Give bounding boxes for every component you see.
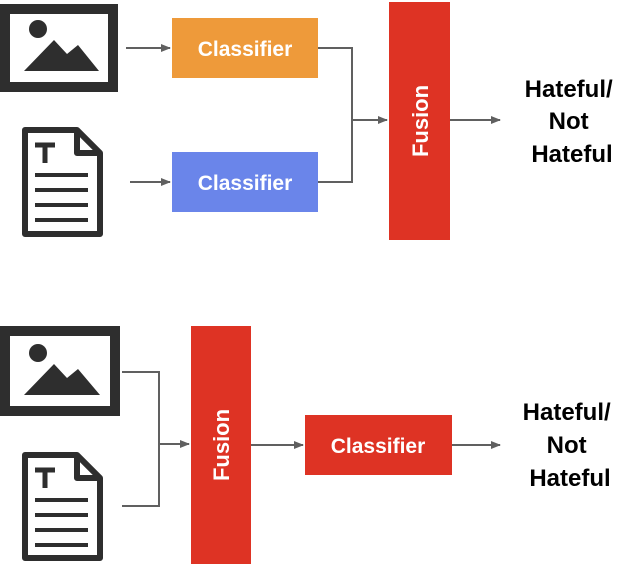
early-fusion-label: Fusion — [209, 409, 234, 481]
image-icon — [0, 4, 118, 92]
text-document-icon — [22, 127, 103, 237]
image-classifier-label: Classifier — [198, 38, 293, 61]
late-fusion-output: Hateful/ Not Hateful — [525, 76, 620, 168]
late-fusion-label: Fusion — [408, 85, 433, 157]
late-fusion-box: Fusion — [389, 2, 450, 240]
text-document-icon — [22, 452, 103, 561]
early-fusion-classifier-box: Classifier — [305, 415, 452, 475]
early-fusion-diagram: Fusion Classifier Hateful/ Not Hateful — [0, 326, 618, 564]
text-classifier-box: Classifier — [172, 152, 318, 212]
text-classifier-label: Classifier — [198, 172, 293, 195]
early-fusion-box: Fusion — [191, 326, 251, 564]
connector-inputs-to-fusion — [122, 371, 160, 507]
early-fusion-output: Hateful/ Not Hateful — [523, 399, 618, 492]
early-fusion-classifier-label: Classifier — [331, 435, 426, 458]
late-fusion-diagram: Classifier Classifier Fusion Hateful/ No… — [0, 2, 620, 240]
image-classifier-box: Classifier — [172, 18, 318, 78]
connector-classifiers-to-fusion — [318, 47, 353, 183]
image-icon — [0, 326, 120, 416]
